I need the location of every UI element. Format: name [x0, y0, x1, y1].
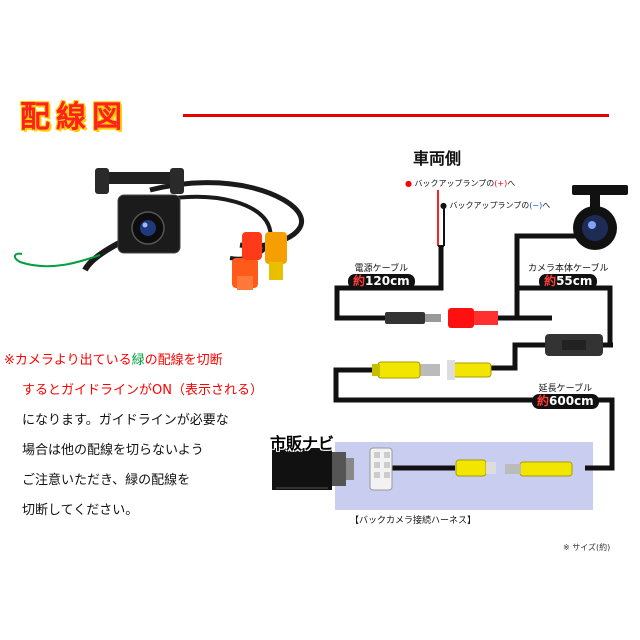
extension-cable	[333, 367, 615, 477]
camera-product-photo	[14, 168, 305, 290]
navi-label: 市販ナビ	[270, 434, 335, 453]
navi-unit	[272, 448, 354, 490]
diagram-title: 配線図	[20, 92, 128, 136]
lamp-plus-label: ● バックアップランプの(+)へ	[405, 179, 516, 188]
title-char-2: 線	[56, 100, 86, 135]
guideline-note: ※カメラより出ている緑の配線を切断 するとガイドラインがON（表示される） にな…	[4, 346, 263, 526]
title-underline	[183, 114, 609, 117]
video-rca-connectors	[372, 360, 492, 380]
harness-connector	[369, 447, 496, 491]
extension-cable-length: 約600cm	[532, 394, 599, 409]
lamp-wires	[437, 190, 445, 247]
note-line-3: になります。ガイドラインが必要な	[22, 413, 229, 428]
note-line-4: 場合は他の配線を切らないよう	[22, 443, 204, 458]
power-cable-length: 約120cm	[348, 274, 415, 289]
note-line-2: するとガイドラインがON（表示される）	[22, 383, 263, 398]
title-char-1: 配	[20, 100, 50, 135]
size-note: ※ サイズ(約)	[563, 543, 611, 552]
green-guideline-wire	[14, 252, 101, 268]
camera-cable	[514, 185, 628, 344]
extension-cable-label: 延長ケーブル 約600cm	[532, 381, 599, 409]
note-line-5: ご注意いただき、緑の配線を	[22, 473, 191, 488]
power-dc-plug	[385, 312, 425, 324]
photo-video-plug	[265, 232, 287, 264]
power-cable-label: 電源ケーブル 約120cm	[348, 261, 415, 289]
title-char-3: 図	[92, 100, 122, 135]
camera-cable-label: カメラ本体ケーブル 約55cm	[528, 264, 609, 289]
note-line-1: ※カメラより出ている緑の配線を切断	[4, 353, 223, 368]
vehicle-side-label: 車両側	[413, 149, 462, 168]
red-dot-icon: ●	[405, 179, 412, 188]
camera-cable-length: 約55cm	[539, 274, 598, 289]
lamp-minus-label: ● バックアップランプの(−)へ	[440, 201, 551, 210]
note-line-6: 切断してください。	[22, 503, 139, 518]
black-dot-icon: ●	[440, 201, 447, 210]
power-cable	[334, 246, 444, 324]
harness-label: 【バックカメラ接続ハーネス】	[350, 516, 477, 526]
